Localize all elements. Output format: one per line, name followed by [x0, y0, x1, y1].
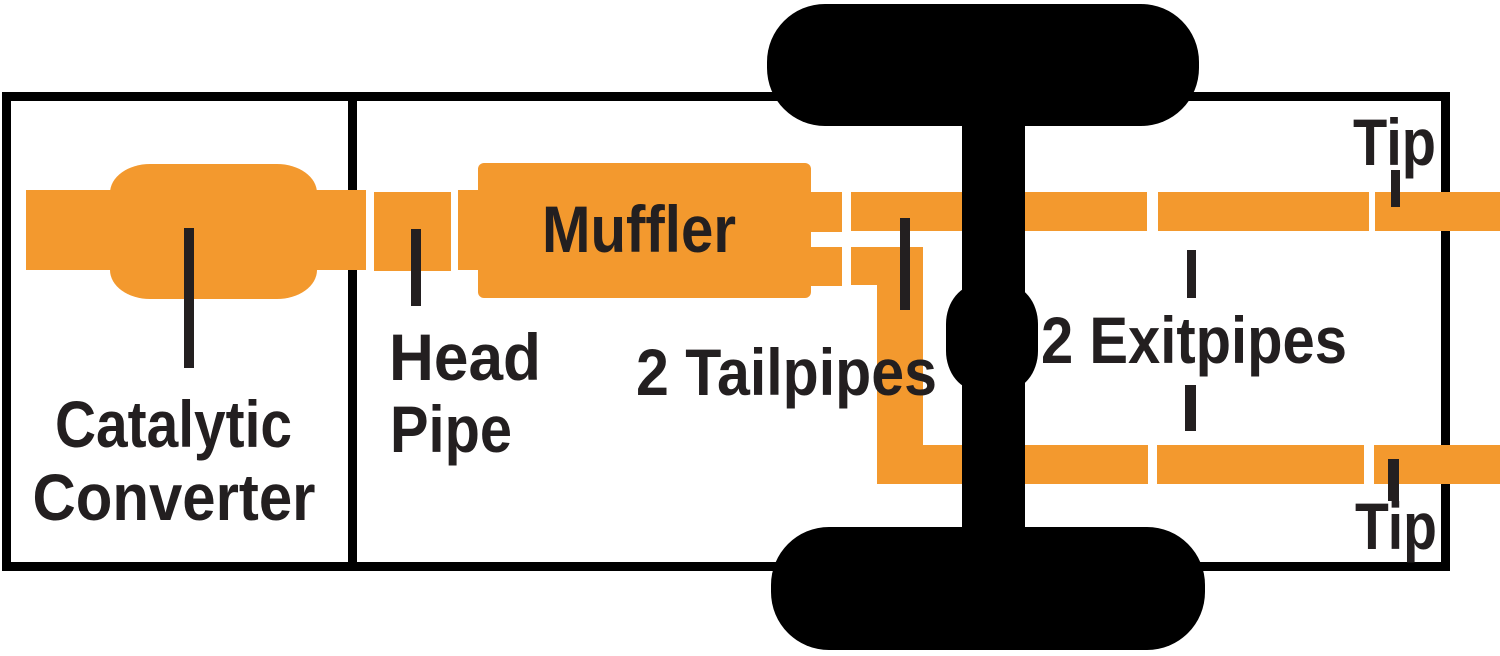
- svg-text:Tip: Tip: [1355, 489, 1437, 563]
- svg-text:Pipe: Pipe: [390, 392, 512, 466]
- svg-text:2 Tailpipes: 2 Tailpipes: [636, 335, 937, 409]
- svg-text:Head: Head: [389, 320, 541, 394]
- svg-text:Muffler: Muffler: [542, 192, 736, 266]
- svg-text:Catalytic: Catalytic: [55, 387, 292, 461]
- svg-text:Converter: Converter: [33, 460, 316, 534]
- svg-text:Tip: Tip: [1353, 105, 1436, 179]
- svg-text:2 Exitpipes: 2 Exitpipes: [1041, 303, 1347, 377]
